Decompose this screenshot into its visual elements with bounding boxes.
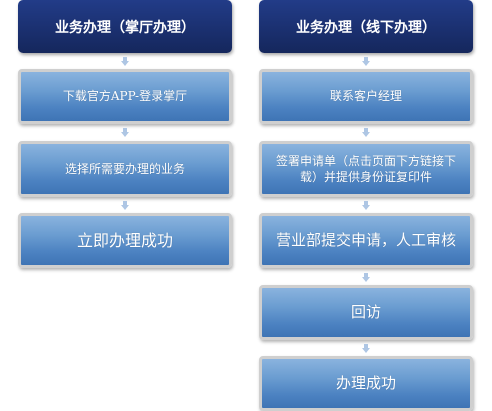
down-arrow-icon [121,201,129,210]
down-arrow-icon [362,201,370,210]
down-arrow-icon [362,128,370,137]
down-arrow-icon [362,57,370,66]
step-complete: 办理成功 [259,356,473,411]
offline-process-header: 业务办理（线下办理） [259,0,473,53]
step-select-business: 选择所需要办理的业务 [18,141,232,197]
step-contact-manager: 联系客户经理 [259,69,473,124]
online-process-header: 业务办理（掌厅办理） [18,0,232,53]
down-arrow-icon [362,273,370,282]
step-return-visit: 回访 [259,285,473,340]
down-arrow-icon [121,128,129,137]
step-download-app: 下载官方APP-登录掌厅 [18,69,232,124]
step-sign-application: 签署申请单（点击页面下方链接下载）并提供身份证复印件 [259,141,473,197]
step-instant-success: 立即办理成功 [18,213,232,268]
down-arrow-icon [121,57,129,66]
step-manual-review: 营业部提交申请，人工审核 [259,213,473,268]
down-arrow-icon [362,344,370,353]
